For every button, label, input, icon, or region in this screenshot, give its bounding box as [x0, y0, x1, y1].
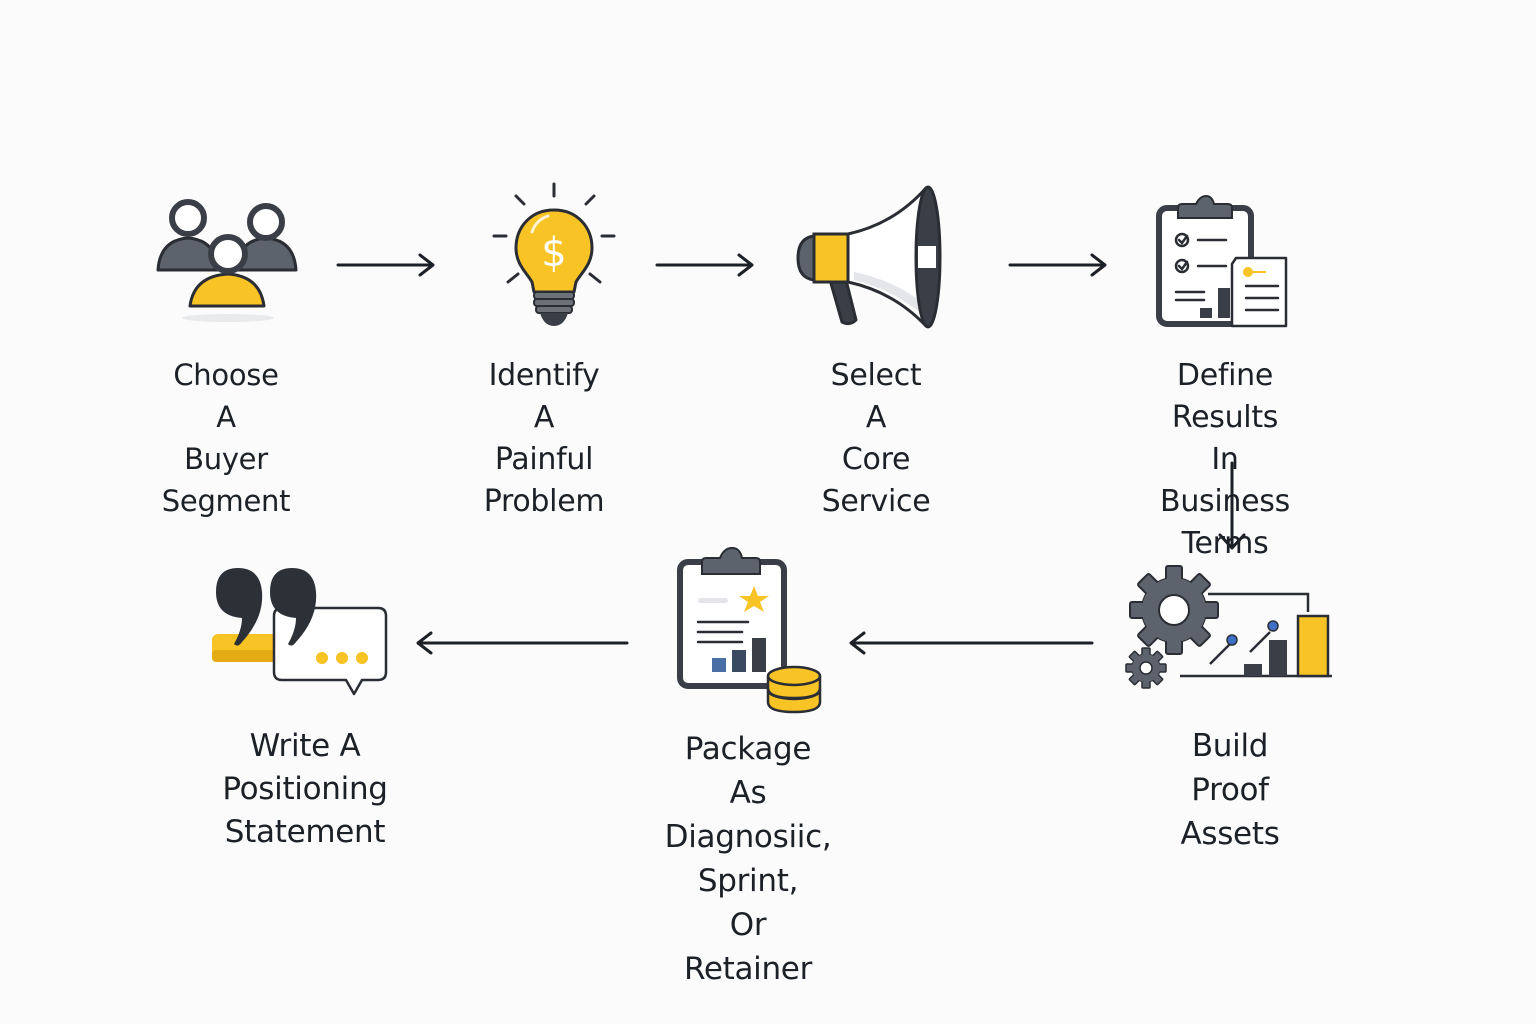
- arrow-left-5: [848, 630, 1096, 656]
- step-label: Select A Core Service: [821, 358, 931, 519]
- clipboard-results-icon: [1156, 194, 1288, 330]
- clipboard-coins-icon: [676, 546, 826, 714]
- arrow-right-1: [336, 252, 436, 278]
- quote-speech-bubble-icon: [208, 562, 392, 698]
- gears-chart-icon: [1124, 565, 1334, 692]
- megaphone-icon: [794, 184, 944, 330]
- svg-text:$: $: [541, 230, 566, 276]
- arrow-left-6: [415, 630, 631, 656]
- step-label: Choose A Buyer Segment: [161, 358, 291, 518]
- lightbulb-dollar-icon: $: [490, 180, 620, 332]
- step-label: Write A Positioning Statement: [222, 728, 388, 850]
- buyer-segment-people-icon: [152, 196, 302, 326]
- arrow-right-2: [655, 252, 755, 278]
- step-label: Define Results In Business Terms: [1160, 358, 1290, 561]
- arrow-right-3: [1008, 252, 1108, 278]
- step-label: Package As Diagnosiic, Sprint, Or Retain…: [664, 731, 832, 987]
- step-label: Identify A Painful Problem: [483, 358, 605, 519]
- step-label: Build Proof Assets: [1180, 728, 1280, 852]
- arrow-down-4: [1218, 461, 1246, 553]
